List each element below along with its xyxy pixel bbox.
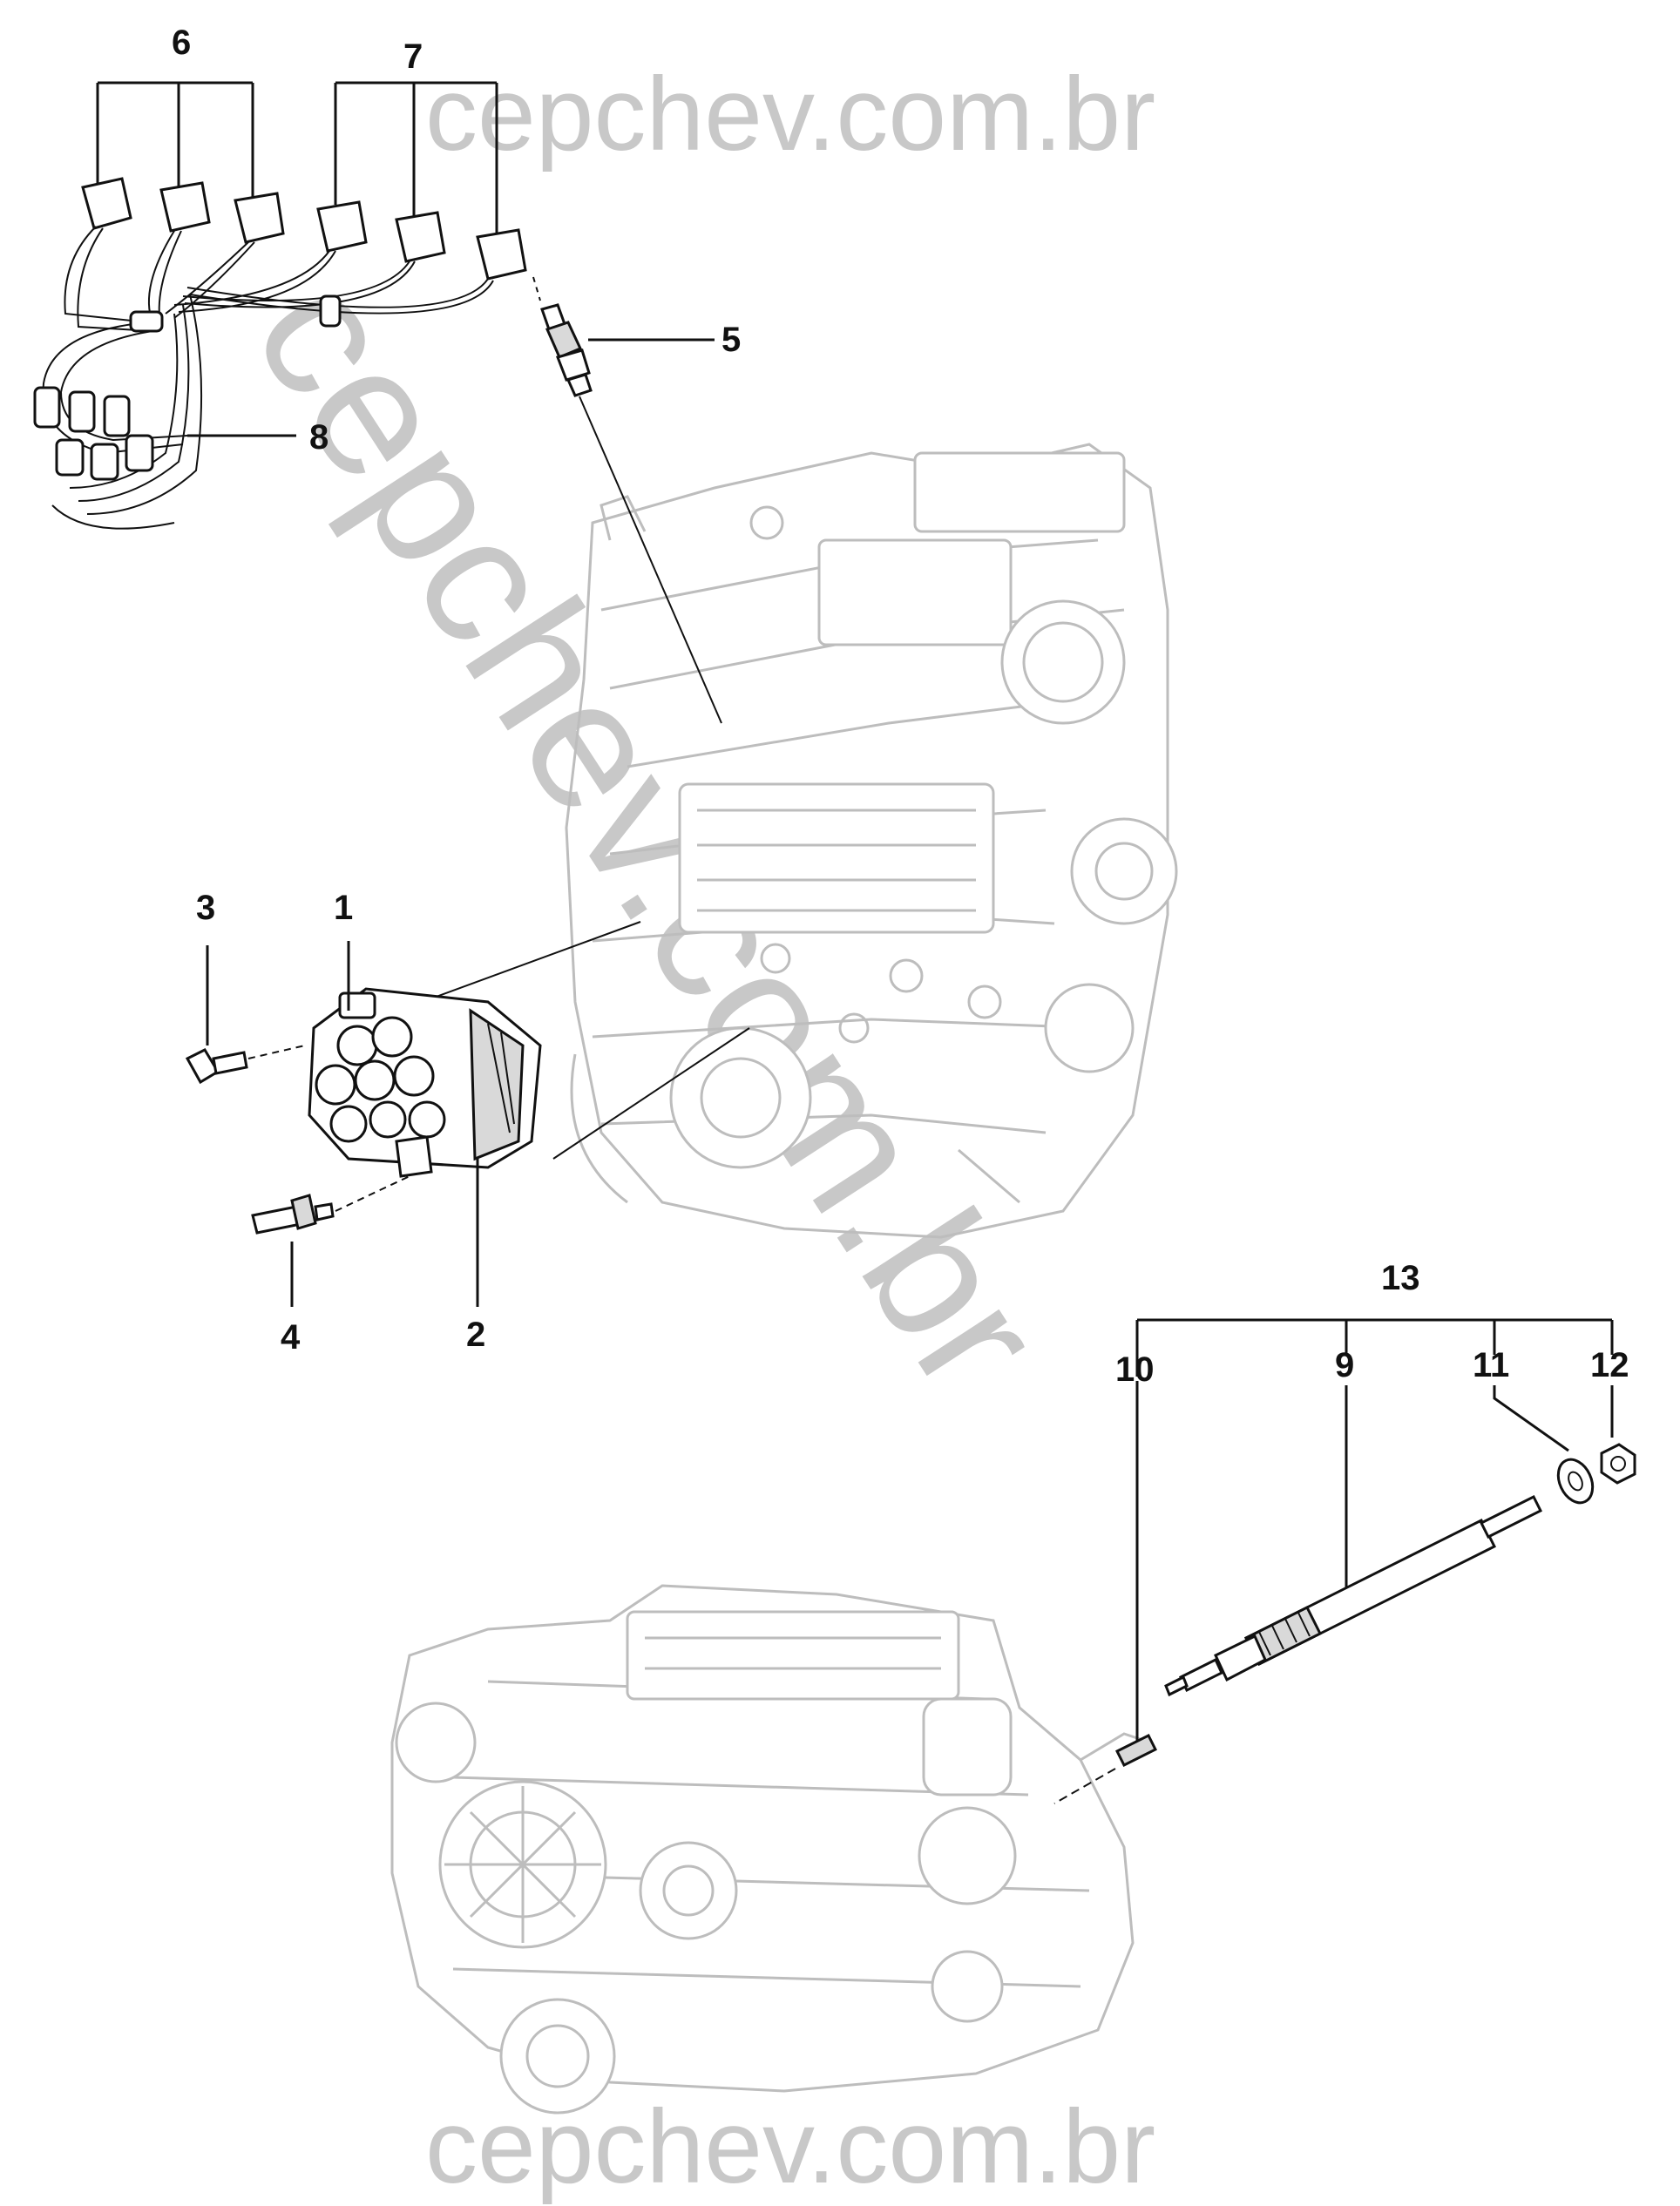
callout-1: 1 [334, 889, 353, 927]
callout-3: 3 [196, 889, 215, 927]
callout-12: 12 [1590, 1346, 1629, 1384]
callout-4: 4 [281, 1318, 301, 1357]
callout-13: 13 [1381, 1259, 1420, 1297]
distributor-assembly [185, 921, 750, 1307]
watermark-top: cepchev.com.br [425, 56, 1155, 173]
glow-plug-kit [1053, 1318, 1636, 1804]
callout-9: 9 [1335, 1346, 1354, 1384]
spark-plug [532, 276, 722, 724]
callout-5: 5 [721, 321, 741, 359]
callout-2: 2 [466, 1316, 485, 1354]
upper-engine-illustration [565, 443, 1178, 1239]
callout-10: 10 [1115, 1350, 1155, 1389]
callout-7: 7 [403, 37, 423, 76]
callout-labels: 6 7 5 8 3 1 4 2 13 10 9 11 12 [172, 24, 1629, 1389]
callout-11: 11 [1473, 1346, 1509, 1384]
lower-engine-illustration [390, 1584, 1151, 2115]
callout-8: 8 [309, 418, 329, 457]
ignition-wire-harness [33, 81, 527, 530]
callout-6: 6 [172, 24, 191, 62]
